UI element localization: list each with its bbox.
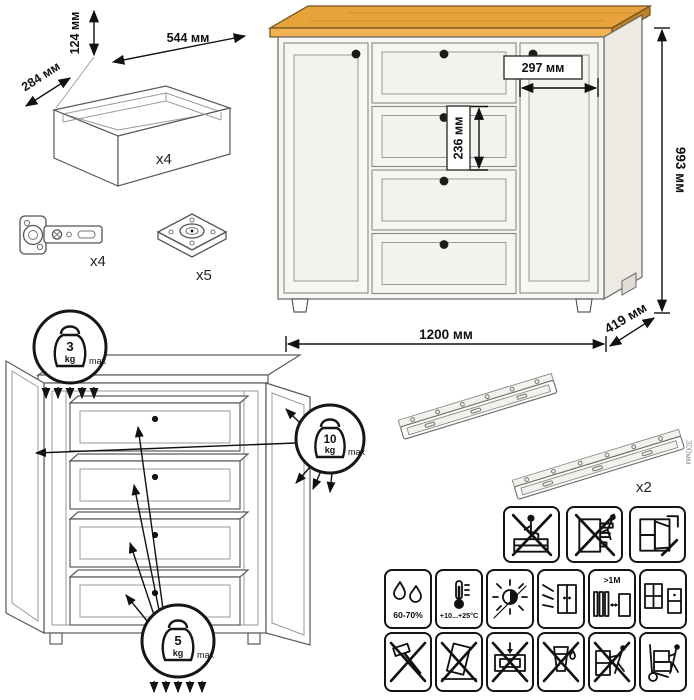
dresser-top-front-edge — [269, 27, 613, 38]
open-drawer-2 — [68, 453, 250, 510]
load-top-unit: kg — [65, 354, 76, 364]
door-width-dimension: 297 мм — [503, 55, 599, 97]
dresser-foot — [621, 272, 637, 296]
no-drawer-overload-pictogram — [486, 632, 534, 692]
no-climbing-icon — [574, 513, 616, 556]
open-drawer-1 — [68, 395, 250, 452]
load-drawer-unit: kg — [173, 648, 184, 658]
window-furniture-pictogram — [639, 569, 687, 629]
left-door-knob — [351, 49, 361, 59]
window-safety-pictogram — [629, 506, 686, 563]
depth-dimension: 419 мм — [602, 300, 656, 347]
temperature-pictogram: +10...+25°С — [435, 569, 483, 629]
load-top-value: 3 — [66, 339, 73, 354]
foot-mount-drawing — [156, 213, 228, 258]
no-climbing-pictogram — [566, 506, 623, 563]
shade-furniture-icon — [542, 584, 577, 614]
no-liquids-icon — [542, 641, 580, 683]
drawer-slide-2 — [511, 428, 685, 500]
foot-count-label: x5 — [196, 267, 212, 284]
dresser-dimension-diagram: 297 мм 236 мм 993 мм 1200 мм 419 мм — [267, 4, 688, 352]
width-dimension: 1200 мм — [285, 327, 607, 352]
slide-count-label: x2 — [636, 479, 652, 496]
load-limit-top: 3 kg max — [32, 309, 108, 385]
load-top-max: max — [89, 356, 107, 366]
drawer-slides-diagram: x2 300мм — [397, 372, 693, 500]
svg-text:419 мм: 419 мм — [602, 300, 649, 337]
drawer-count-label: x4 — [156, 151, 172, 168]
load-doors-max: max — [348, 447, 366, 457]
no-tipping-icon — [440, 641, 478, 683]
height-dimension: 993 мм — [654, 27, 688, 314]
drawer-depth-label: 284 мм — [19, 59, 63, 94]
drawer-box-diagram: 124 мм 544 мм 284 мм x4 — [19, 9, 247, 187]
left-door — [283, 42, 369, 294]
svg-text:1200 мм: 1200 мм — [419, 327, 473, 342]
dresser-foot — [291, 298, 309, 313]
sun-shade-icon — [492, 579, 528, 619]
no-impact-pictogram — [384, 632, 432, 692]
no-dragging-icon — [593, 641, 631, 683]
load-limit-diagram: 3 kg max 10 kg max 5 kg max — [5, 309, 366, 694]
drawer-1-knob — [439, 49, 449, 59]
foot-mount-icon: x5 — [156, 213, 228, 284]
hand-truck-icon — [648, 644, 680, 682]
drawer-slide-1 — [397, 372, 558, 440]
drawer-2-knob — [439, 113, 449, 122]
hand-truck-pictogram — [639, 632, 687, 692]
drawer-height-label: 124 мм — [68, 12, 82, 55]
right-door — [519, 42, 599, 294]
hinge-count-label: x4 — [90, 253, 106, 270]
humidity-drops-icon — [393, 581, 422, 604]
load-limit-doors: 10 kg max — [294, 403, 366, 475]
heat-distance-pictogram: >1M — [588, 569, 636, 629]
dresser-top-surface — [267, 5, 653, 29]
temperature-range-label: +10...+25°С — [439, 610, 479, 620]
humidity-range-label: 60-70% — [393, 610, 423, 621]
drawer-front-2 — [371, 105, 517, 168]
drawer-front-1 — [371, 42, 517, 104]
no-dragging-pictogram — [588, 632, 636, 692]
dresser-foot — [575, 298, 593, 313]
window-furniture-icon — [644, 583, 682, 614]
drawer-width-label: 544 мм — [167, 31, 210, 45]
thermometer-icon — [454, 579, 470, 609]
no-hammer-icon — [389, 641, 427, 683]
min-distance-label: >1M — [603, 575, 621, 586]
svg-text:993 мм: 993 мм — [673, 147, 688, 193]
no-drawer-overload-icon — [491, 641, 529, 683]
drawer-front-3 — [371, 169, 517, 231]
slide-length-label: 300мм — [684, 440, 693, 464]
drawer-box-wireframe — [51, 85, 233, 187]
no-liquids-pictogram — [537, 632, 585, 692]
hinge-icon: x4 — [19, 215, 106, 270]
drawer-height-dimension: 236 мм — [446, 105, 488, 171]
load-drawer-max: max — [197, 650, 215, 660]
no-sitting-icon — [511, 513, 552, 556]
svg-text:236 мм: 236 мм — [452, 117, 466, 160]
dresser-side-panel — [603, 13, 643, 301]
no-sitting-pictogram — [503, 506, 560, 563]
open-window-warning-icon — [638, 514, 679, 556]
sunlight-pictogram — [486, 569, 534, 629]
load-doors-unit: kg — [325, 445, 336, 455]
hinge-drawing — [19, 215, 103, 255]
svg-text:297 мм: 297 мм — [522, 61, 565, 75]
drawer-3-knob — [439, 176, 449, 186]
load-limit-drawer: 5 kg max — [140, 603, 216, 679]
no-tipping-pictogram — [435, 632, 483, 692]
open-drawer-3 — [68, 511, 250, 568]
load-doors-value: 10 — [324, 434, 337, 446]
load-drawer-value: 5 — [174, 633, 181, 648]
radiator-distance-icon — [593, 590, 631, 617]
drawer-4-knob — [439, 240, 449, 249]
humidity-pictogram: 60-70% — [384, 569, 432, 629]
shade-furniture-pictogram — [537, 569, 585, 629]
drawer-front-4 — [371, 232, 517, 295]
